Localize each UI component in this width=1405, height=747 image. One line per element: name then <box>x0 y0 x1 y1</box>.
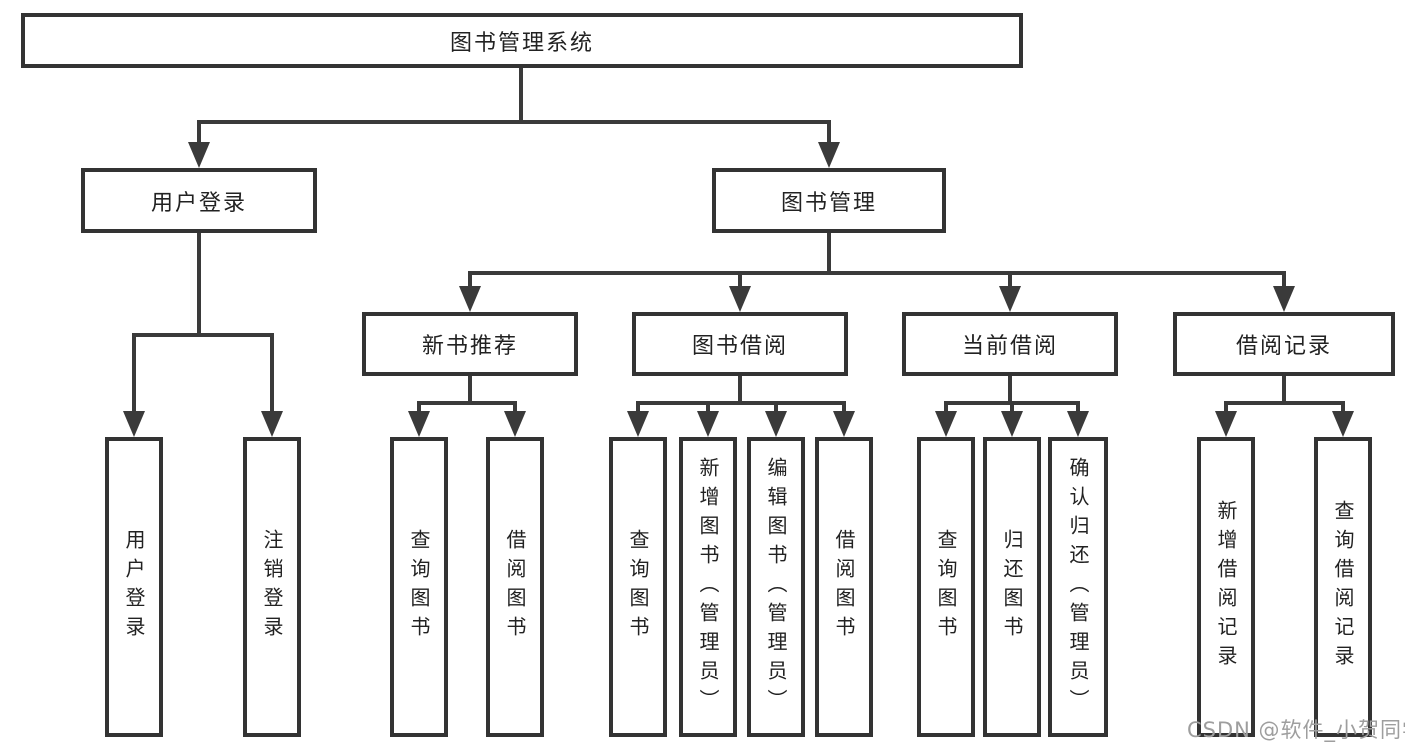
leaf-query-borrow-record: 查询借阅记录 <box>1314 437 1372 737</box>
leaf-borrow-books-borrow: 借阅图书 <box>815 437 873 737</box>
arrow-to-leaf-query-books-3 <box>935 411 957 437</box>
arrow-to-leaf-logout <box>261 411 283 437</box>
leaf-edit-book-admin-label: 编辑图书（管理员） <box>764 456 788 718</box>
leaf-user-login: 用户登录 <box>105 437 163 737</box>
leaf-query-borrow-record-label: 查询借阅记录 <box>1331 500 1355 674</box>
leaf-logout: 注销登录 <box>243 437 301 737</box>
leaf-add-book-admin: 新增图书（管理员） <box>679 437 737 737</box>
leaf-query-books-current-label: 查询图书 <box>934 529 958 645</box>
leaf-add-borrow-record: 新增借阅记录 <box>1197 437 1255 737</box>
node-user-login-label: 用户登录 <box>150 190 247 216</box>
arrow-to-borrow-records <box>1273 286 1295 312</box>
leaf-query-books-borrow: 查询图书 <box>609 437 667 737</box>
leaf-query-books-recommend-label: 查询图书 <box>407 529 431 645</box>
leaf-confirm-return-admin-label: 确认归还（管理员） <box>1066 456 1090 718</box>
arrow-to-leaf-user-login <box>123 411 145 437</box>
node-current-borrow-label: 当前借阅 <box>961 334 1058 359</box>
arrow-to-new-book-recommend <box>459 286 481 312</box>
node-root: 图书管理系统 <box>21 13 1023 68</box>
csdn-watermark: CSDN @软件_小贺同学 <box>1187 718 1405 742</box>
node-book-borrow-label: 图书借阅 <box>691 334 788 359</box>
arrow-to-leaf-confirm-return <box>1067 411 1089 437</box>
arrow-to-leaf-query-record <box>1332 411 1354 437</box>
arrow-to-leaf-edit-book <box>765 411 787 437</box>
arrow-to-leaf-query-books-2 <box>627 411 649 437</box>
arrow-to-leaf-return-book <box>1001 411 1023 437</box>
leaf-add-borrow-record-label: 新增借阅记录 <box>1214 500 1238 674</box>
arrow-to-book-borrow <box>729 286 751 312</box>
connector-records-branch <box>1224 374 1345 415</box>
leaf-query-books-recommend: 查询图书 <box>390 437 448 737</box>
arrow-to-leaf-add-record <box>1215 411 1237 437</box>
leaf-borrow-books-recommend: 借阅图书 <box>486 437 544 737</box>
arrow-to-leaf-query-books-1 <box>408 411 430 437</box>
leaf-borrow-books-recommend-label: 借阅图书 <box>503 529 527 645</box>
connector-user-login-branch <box>132 231 274 415</box>
leaf-add-book-admin-label: 新增图书（管理员） <box>696 456 720 718</box>
connector-recommend-branch <box>417 374 517 415</box>
leaf-edit-book-admin: 编辑图书（管理员） <box>747 437 805 737</box>
connector-root-trunk <box>197 66 831 142</box>
node-book-borrow: 图书借阅 <box>632 312 848 376</box>
arrow-to-leaf-borrow-books-2 <box>833 411 855 437</box>
node-book-management-label: 图书管理 <box>780 190 877 216</box>
connector-borrow-branch <box>636 374 846 415</box>
connector-current-branch <box>944 374 1080 415</box>
leaf-return-book-label: 归还图书 <box>1000 529 1024 645</box>
node-new-book-recommend-label: 新书推荐 <box>421 334 518 359</box>
leaf-confirm-return-admin: 确认归还（管理员） <box>1048 437 1108 737</box>
arrow-to-leaf-borrow-books-1 <box>504 411 526 437</box>
leaf-query-books-borrow-label: 查询图书 <box>626 529 650 645</box>
arrow-to-book-management <box>818 142 840 168</box>
leaf-return-book: 归还图书 <box>983 437 1041 737</box>
arrow-to-user-login <box>188 142 210 168</box>
node-borrow-records-label: 借阅记录 <box>1235 334 1332 359</box>
leaf-logout-label: 注销登录 <box>260 529 284 645</box>
arrow-to-current-borrow <box>999 286 1021 312</box>
connector-book-management-trunk <box>468 231 1286 290</box>
node-root-label: 图书管理系统 <box>449 30 594 56</box>
node-current-borrow: 当前借阅 <box>902 312 1118 376</box>
arrowheads <box>123 142 1354 437</box>
node-new-book-recommend: 新书推荐 <box>362 312 578 376</box>
arrow-to-leaf-add-book <box>697 411 719 437</box>
node-user-login: 用户登录 <box>81 168 317 233</box>
leaf-user-login-label: 用户登录 <box>122 529 146 645</box>
node-borrow-records: 借阅记录 <box>1173 312 1395 376</box>
leaf-query-books-current: 查询图书 <box>917 437 975 737</box>
leaf-borrow-books-borrow-label: 借阅图书 <box>832 529 856 645</box>
node-book-management: 图书管理 <box>712 168 946 233</box>
